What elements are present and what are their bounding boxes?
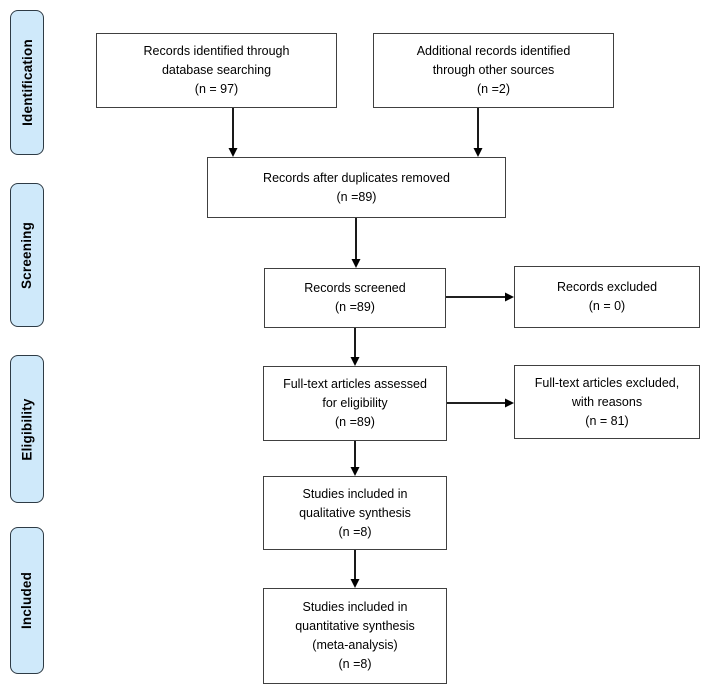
box-count: (n = 97) xyxy=(194,82,239,96)
arrow-qualitative-to-quantitative xyxy=(350,550,360,588)
box-text-line: quantitative synthesis xyxy=(295,619,415,633)
stage-label-included: Included xyxy=(10,527,44,674)
box-additional-records-other-sources: Additional records identified through ot… xyxy=(373,33,614,108)
arrow-fulltext-to-qualitative xyxy=(350,441,360,476)
stage-label-text: Included xyxy=(19,571,35,630)
box-text-line: for eligibility xyxy=(322,396,388,410)
box-count: (n =89) xyxy=(335,300,375,314)
box-records-screened: Records screened (n =89) xyxy=(264,268,446,328)
box-text-line: Records identified through xyxy=(143,44,290,58)
arrow-screened-to-fulltext xyxy=(350,328,360,366)
box-text-line: Records after duplicates removed xyxy=(263,170,450,185)
box-count: (n =89) xyxy=(335,415,375,429)
box-count: (n = 81) xyxy=(585,413,629,428)
box-records-after-duplicates-removed: Records after duplicates removed (n =89) xyxy=(207,157,506,218)
box-fulltext-articles-assessed: Full-text articles assessed for eligibil… xyxy=(263,366,447,441)
box-studies-qualitative-synthesis: Studies included in qualitative synthesi… xyxy=(263,476,447,550)
stage-label-text: Identification xyxy=(19,39,35,126)
arrow-fulltext-to-excluded-reasons xyxy=(447,398,514,408)
box-text-line: Studies included in xyxy=(302,486,408,501)
box-text-line: with reasons xyxy=(571,394,643,409)
box-text-line: Full-text articles assessed xyxy=(283,377,427,391)
box-text-line: Additional records identified xyxy=(416,44,571,58)
box-text-line: database searching xyxy=(161,63,272,77)
box-records-identified-database: Records identified through database sear… xyxy=(96,33,337,108)
box-text-line: Studies included in xyxy=(302,600,408,614)
arrow-database-to-duplicates xyxy=(228,108,238,157)
box-count: (n =2) xyxy=(476,82,510,96)
arrow-screened-to-excluded xyxy=(446,292,514,302)
box-count: (n = 0) xyxy=(588,299,626,313)
box-count: (n =8) xyxy=(338,524,372,539)
box-text-line: Records screened xyxy=(304,281,406,295)
box-text-line: Records excluded xyxy=(556,280,658,294)
box-count: (n =89) xyxy=(336,189,377,204)
box-text-line: through other sources xyxy=(432,63,555,77)
stage-label-identification: Identification xyxy=(10,10,44,155)
box-studies-quantitative-synthesis: Studies included in quantitative synthes… xyxy=(263,588,447,684)
arrow-other-sources-to-duplicates xyxy=(473,108,483,157)
box-records-excluded: Records excluded (n = 0) xyxy=(514,266,700,328)
box-text-line: (meta-analysis) xyxy=(312,638,398,652)
box-text-line: qualitative synthesis xyxy=(299,505,411,520)
box-text-line: Full-text articles excluded, xyxy=(534,375,680,390)
arrow-duplicates-to-screened xyxy=(351,218,361,268)
box-count: (n =8) xyxy=(338,657,372,671)
stage-label-eligibility: Eligibility xyxy=(10,355,44,503)
stage-label-text: Eligibility xyxy=(19,397,35,461)
stage-label-screening: Screening xyxy=(10,183,44,327)
box-fulltext-articles-excluded: Full-text articles excluded, with reason… xyxy=(514,365,700,439)
stage-label-text: Screening xyxy=(19,221,35,289)
